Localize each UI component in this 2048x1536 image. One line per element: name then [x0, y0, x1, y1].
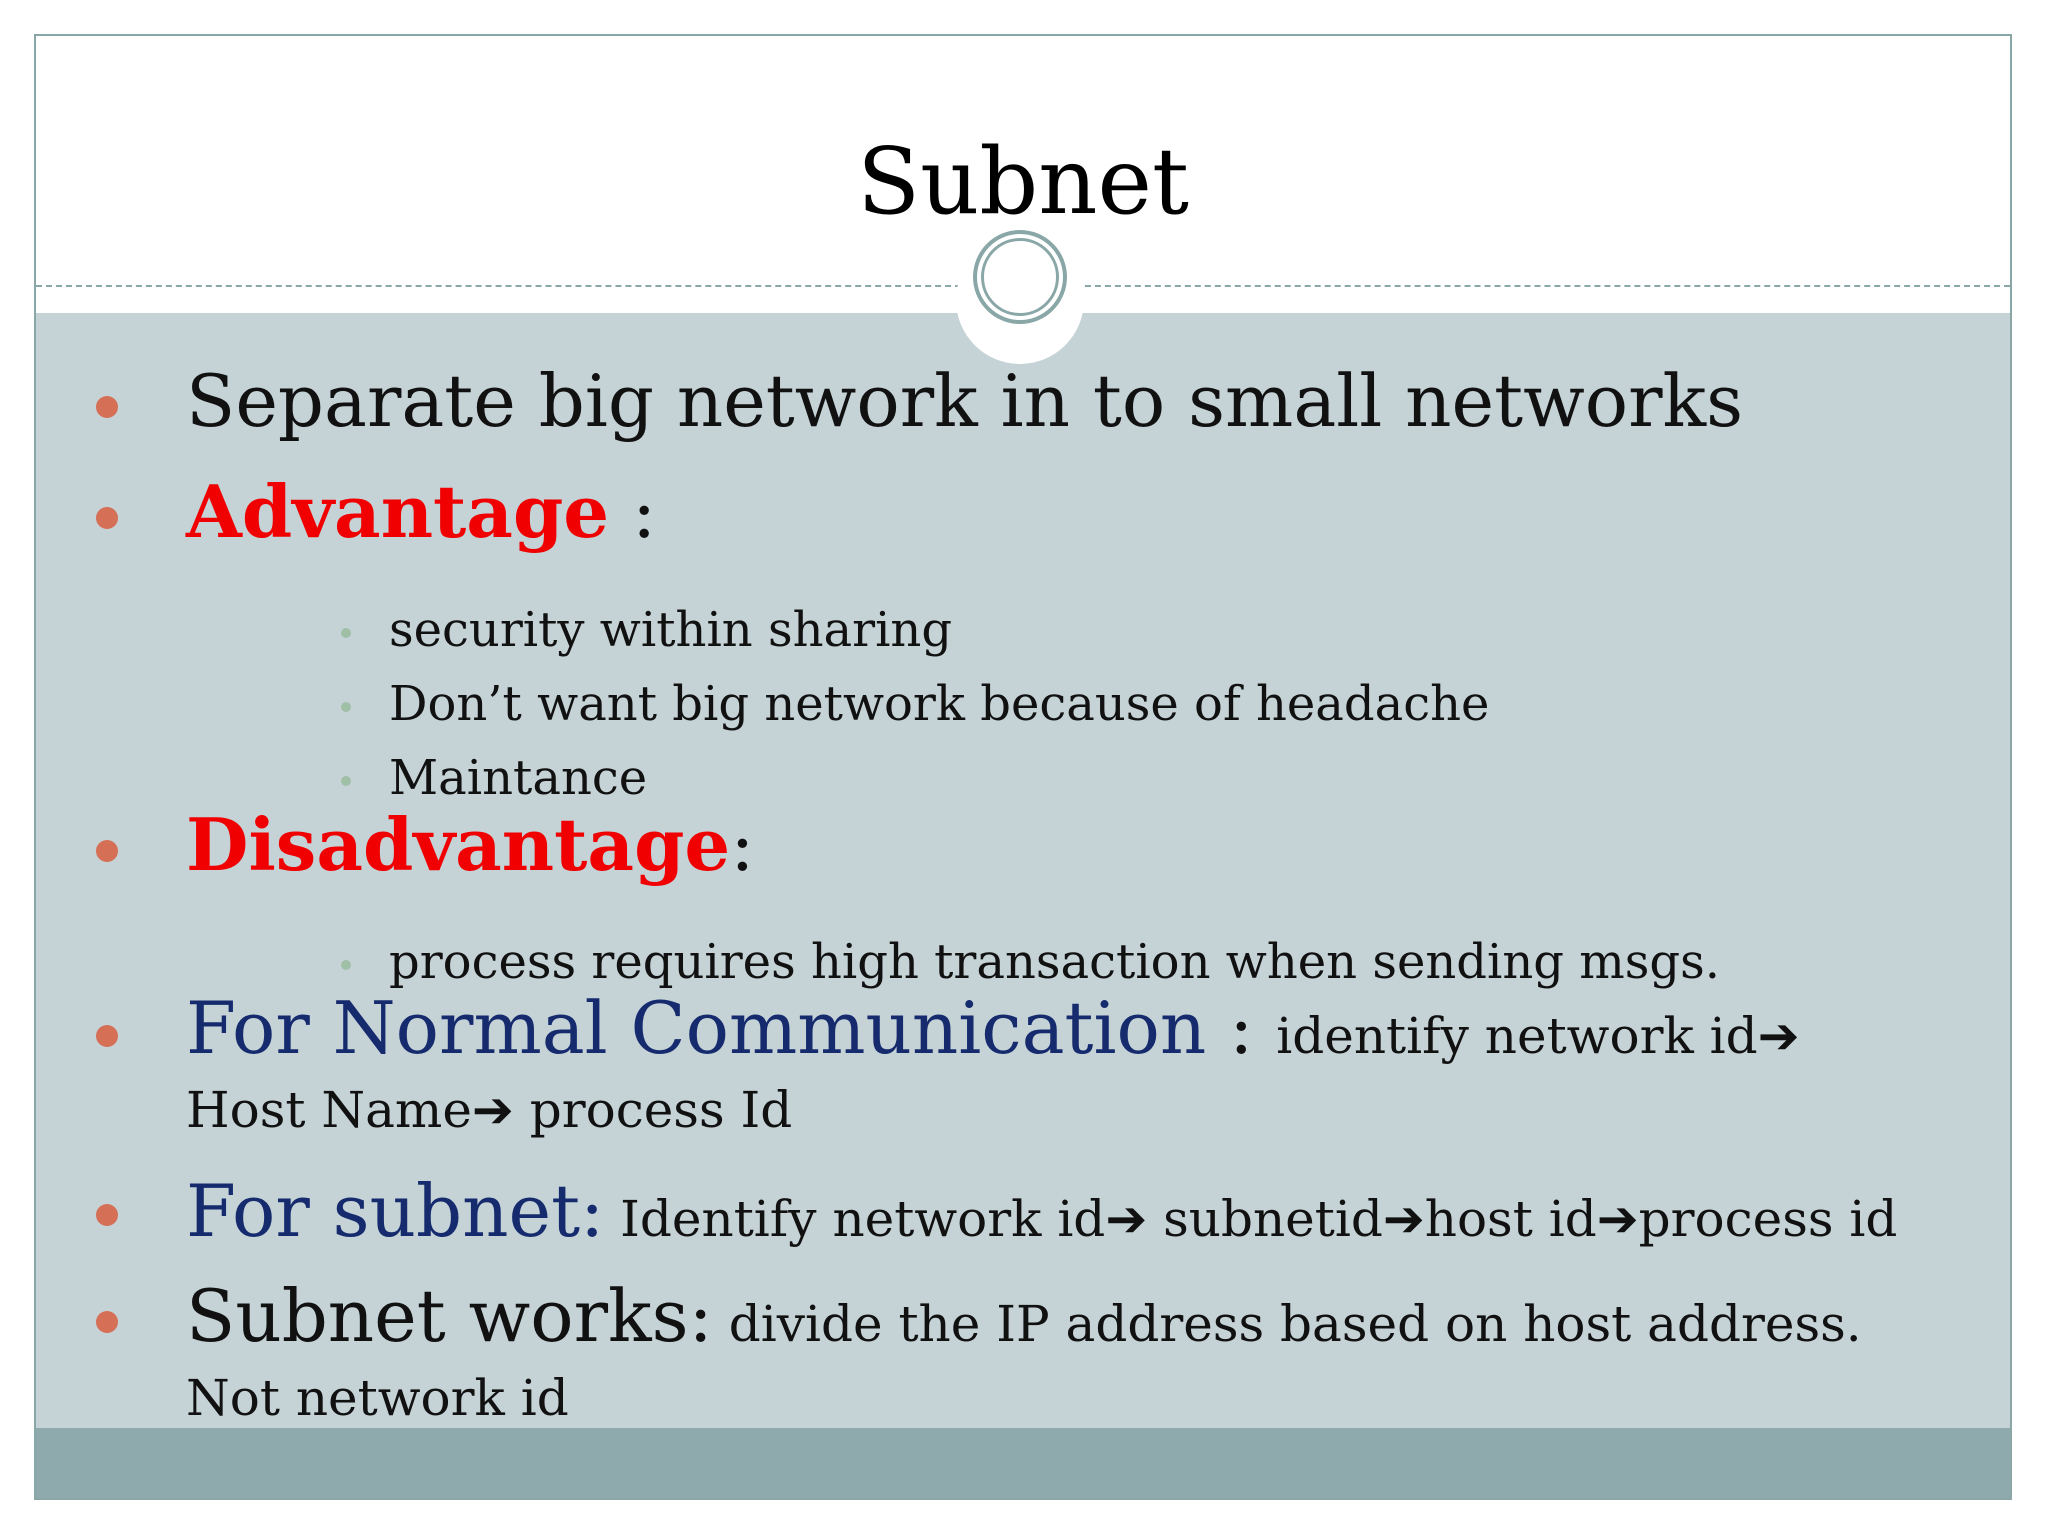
- bullet-subnet-works: Subnet works: divide the IP address base…: [96, 1279, 1876, 1435]
- sub-bullet-security: security within sharing: [341, 602, 1841, 660]
- bullet-text: For subnet: Identify network id➔ subneti…: [186, 1168, 1946, 1254]
- sub-bullet-text: Maintance: [389, 750, 648, 806]
- bullet-text: For Normal Communication : identify netw…: [186, 991, 1856, 1147]
- sub-bullet-text: process requires high transaction when s…: [389, 934, 1721, 990]
- slide: Subnet Separate big network in to small …: [34, 34, 2012, 1500]
- bullet-advantage: Advantage :: [96, 469, 1946, 555]
- sub-bullet-text: security within sharing: [389, 602, 953, 658]
- advantage-suffix: :: [609, 470, 657, 554]
- bullet-text: Advantage :: [186, 469, 1946, 555]
- normal-communication-colon: :: [1206, 986, 1277, 1070]
- sub-bullet-dot: [341, 702, 351, 712]
- for-subnet-text: Identify network id➔ subnetid➔host id➔pr…: [604, 1190, 1898, 1248]
- sub-bullet-maintance: Maintance: [341, 750, 1841, 808]
- bullet-text: Subnet works: divide the IP address base…: [186, 1279, 1876, 1435]
- content-band: [36, 313, 2010, 1428]
- for-subnet-label: For subnet:: [186, 1169, 605, 1253]
- sub-bullet-dot: [341, 960, 351, 970]
- bullet-dot: [96, 1204, 118, 1226]
- sub-bullet-dot: [341, 776, 351, 786]
- bullet-text: Disadvantage:: [186, 802, 1946, 888]
- bullet-dot: [96, 840, 118, 862]
- footer-band: [36, 1428, 2010, 1498]
- bullet-dot: [96, 1025, 118, 1047]
- disadvantage-label: Disadvantage: [186, 802, 731, 887]
- bullet-text: Separate big network in to small network…: [186, 359, 1744, 443]
- bullet-normal-communication: For Normal Communication : identify netw…: [96, 991, 1856, 1147]
- bullet-dot: [96, 507, 118, 529]
- slide-title: Subnet: [857, 128, 1189, 235]
- normal-communication-text: identify network id➔ Host Name➔ process …: [186, 1007, 1800, 1139]
- sub-bullet-process: process requires high transaction when s…: [341, 934, 1841, 992]
- advantage-label: Advantage: [186, 469, 610, 554]
- sub-bullet-headache: Don’t want big network because of headac…: [341, 676, 1841, 734]
- disadvantage-suffix: :: [730, 803, 755, 887]
- bullet-disadvantage: Disadvantage:: [96, 802, 1946, 888]
- bullet-separate-network: Separate big network in to small network…: [96, 358, 1946, 444]
- divider-ornament-inner-ring: [981, 238, 1059, 316]
- subnet-works-text: divide the IP address based on host addr…: [186, 1295, 1862, 1427]
- sub-bullet-text: Don’t want big network because of headac…: [389, 676, 1490, 732]
- normal-communication-label: For Normal Communication: [186, 986, 1207, 1070]
- bullet-dot: [96, 396, 118, 418]
- sub-bullet-dot: [341, 628, 351, 638]
- bullet-for-subnet: For subnet: Identify network id➔ subneti…: [96, 1168, 1946, 1254]
- bullet-dot: [96, 1311, 118, 1333]
- subnet-works-label: Subnet works:: [186, 1274, 713, 1358]
